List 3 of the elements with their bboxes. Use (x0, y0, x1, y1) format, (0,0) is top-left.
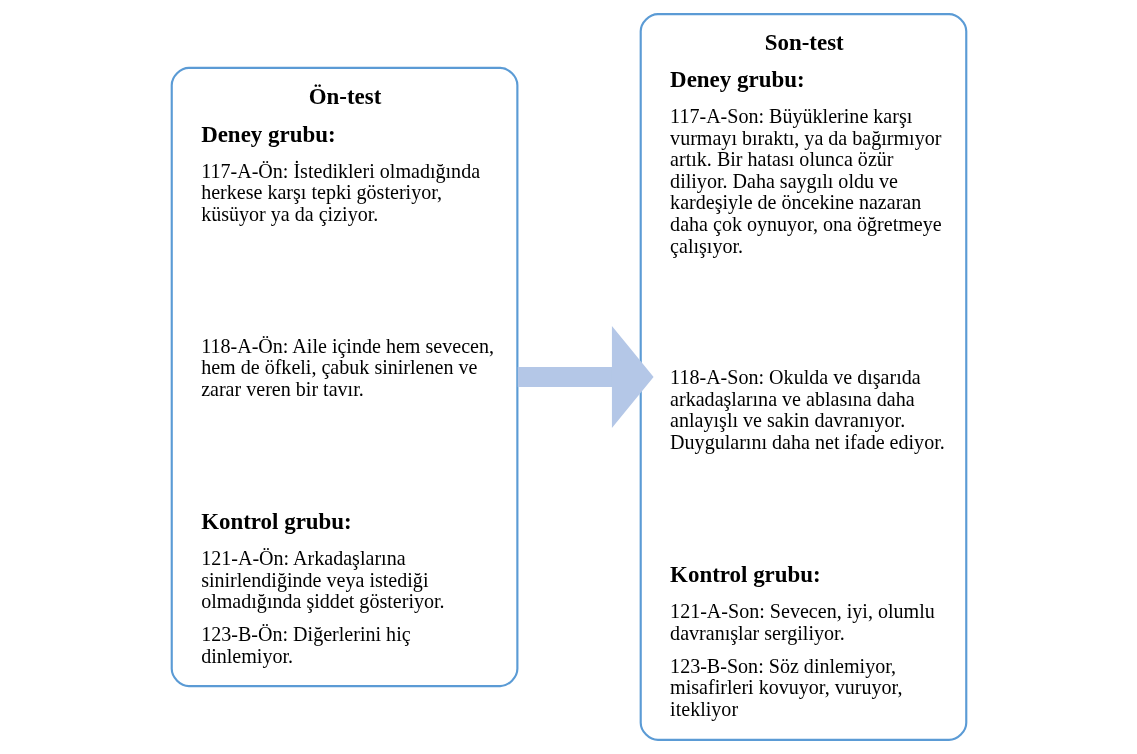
arrow (517, 325, 654, 428)
node-box: Son-test Deney grubu: 117-A-Son: Büyüklerine karşı vurmayı bıraktı, ya da bağırmıyor artık. Bir hatası olunca özür diliyor. Daha saygılı oldu ve kardeşiyle de öncekine nazaran daha çok oynuyor, ona öğretmeye çalışıyor. 118-A-Son: Okulda ve dışarıda arkadaşlarına ve ablasına daha anlayışlı ve sakin davranıyor. Duygularını daha net ifade ediyor. Kontrol grubu: 121-A-Son: Sevecen, iyi, olumlu davranışlar sergiliyor. 123-B-Son: Söz dinlemiyor, misafirleri kovuyor, vuruyor, itekliyor (639, 13, 967, 741)
node-box: Ön-test Deney grubu: 117-A-Ön: İstedikleri olmadığında herkese karşı tepki gösteriyor, küsüyor ya da çiziyor. 118-A-Ön: Aile içinde hem sevecen, hem de öfkeli, çabuk sinirlenen ve zarar veren bir tavır. Kontrol grubu: 121-A-Ön: Arkadaşlarına sinirlendiğinde veya istediği olmadığında şiddet gösteriyor. 123-B-Ön: Diğerlerini hiç dinlemiyor. (170, 66, 518, 688)
